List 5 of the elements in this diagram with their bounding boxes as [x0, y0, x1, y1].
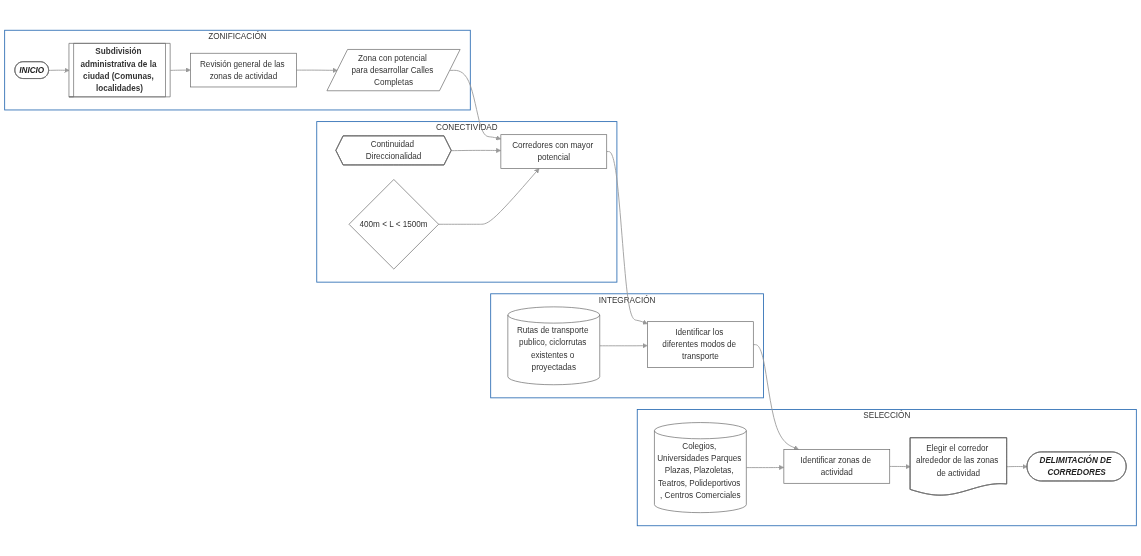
node-box: Corredores con mayor potencial [500, 134, 608, 169]
node-box: Identificar zonas de actividad [783, 449, 891, 484]
node-box: Revisión general de las zonas de actividad [190, 52, 297, 88]
node-box: Identificar los diferentes modos de transporte [647, 321, 754, 368]
node-diamond: 400m < L < 1500m [348, 179, 439, 270]
